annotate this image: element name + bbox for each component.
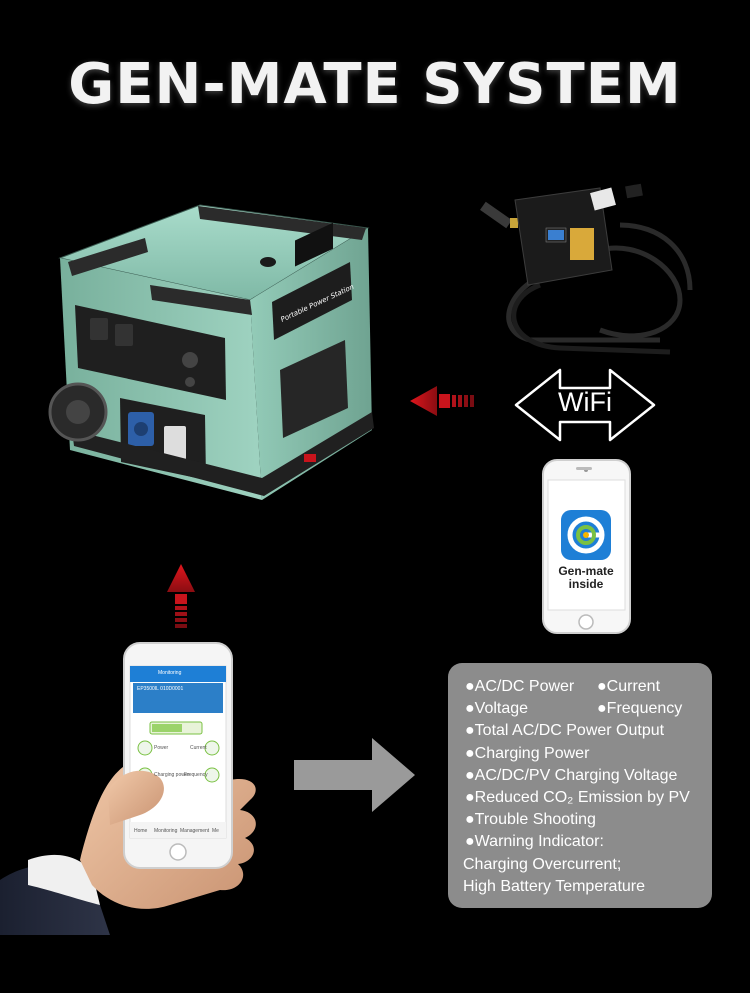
feature-current: ●Current — [597, 678, 661, 695]
app-power-label: Power — [154, 745, 169, 751]
app-charging-label: Charging power — [154, 772, 190, 778]
app-tab-home: Home — [134, 828, 148, 834]
outlet-2 — [115, 324, 133, 346]
antenna-icon — [480, 201, 512, 229]
generator-handle-left — [68, 238, 148, 276]
feature-reduced-co2: ●Reduced CO₂ Emission by PV — [465, 789, 690, 806]
feature-voltage: ●Voltage — [465, 700, 529, 717]
page-title: GEN-MATE SYSTEM — [68, 52, 682, 117]
gray-arrow-right-icon — [294, 738, 415, 812]
knob-icon — [182, 352, 198, 368]
breaker-switch — [164, 426, 186, 460]
generator-side-handle — [280, 340, 348, 438]
app-header-title: Monitoring — [158, 670, 182, 676]
current-gauge-icon — [204, 740, 220, 756]
generator-control-panel — [75, 305, 226, 400]
home-button — [578, 614, 594, 630]
frequency-gauge-icon — [204, 767, 220, 783]
module-cable-3 — [619, 222, 693, 291]
wifi-module-illustration — [480, 183, 693, 355]
red-arrow-up-icon — [167, 564, 195, 628]
feature-warning-indicator: ●Warning Indicator: — [465, 833, 604, 850]
port-icon — [185, 377, 195, 387]
fuel-cap-icon — [260, 257, 276, 267]
phone-app-logo — [542, 459, 631, 634]
feature-charging-power: ●Charging Power — [465, 745, 590, 762]
module-screen — [548, 230, 564, 240]
outlet-1 — [90, 318, 108, 340]
app-logo-line2: inside — [568, 577, 604, 591]
generator-brand-panel — [272, 262, 352, 340]
ac-socket-face — [134, 422, 148, 436]
wheel-hub — [66, 400, 90, 424]
app-device-card — [133, 683, 223, 713]
module-label — [570, 228, 594, 260]
app-frequency-label: Frequency — [184, 772, 208, 778]
module-cable-2 — [599, 245, 683, 339]
wifi-label: WiFi — [558, 387, 612, 417]
hand-phone-home-button — [169, 843, 187, 861]
generator-illustration: Portable Power Station — [48, 204, 374, 500]
feature-frequency: ●Frequency — [597, 700, 683, 717]
feature-warning-battery-temp: High Battery Temperature — [463, 878, 646, 895]
side-handle-grip — [295, 222, 333, 267]
app-logo-line1: Gen-mate — [558, 564, 614, 578]
app-tab-me: Me — [212, 828, 219, 834]
app-tab-bar — [130, 822, 226, 838]
antenna-connector — [510, 218, 518, 228]
feature-total-output: ●Total AC/DC Power Output — [465, 722, 665, 739]
hand-holding-phone — [0, 642, 256, 935]
feature-charging-voltage: ●AC/DC/PV Charging Voltage — [465, 767, 678, 784]
module-cable-4 — [511, 282, 671, 355]
feature-panel — [448, 663, 712, 908]
thumb — [108, 770, 164, 825]
phone-speaker — [576, 467, 592, 470]
feature-warning-overcurrent: Charging Overcurrent; — [463, 856, 622, 873]
app-battery-fill — [152, 724, 182, 732]
app-current-label: Current — [190, 745, 207, 751]
app-tab-monitoring: Monitoring — [154, 828, 178, 834]
connector-white — [590, 187, 616, 211]
app-tab-management: Management — [180, 828, 210, 834]
shirt-cuff — [28, 854, 100, 905]
feature-trouble-shooting: ●Trouble Shooting — [465, 811, 596, 828]
app-header-bar — [130, 666, 226, 682]
wifi-double-arrow-icon — [514, 368, 656, 442]
app-device-id: EP3500IL 010D0001 — [137, 686, 184, 692]
red-clip — [304, 454, 316, 462]
generator-handle-right — [150, 285, 252, 315]
red-arrow-left-icon — [410, 386, 474, 416]
power-gauge-icon — [137, 740, 153, 756]
connector-black — [625, 183, 643, 199]
feature-ac-dc-power: ●AC/DC Power — [465, 678, 575, 695]
